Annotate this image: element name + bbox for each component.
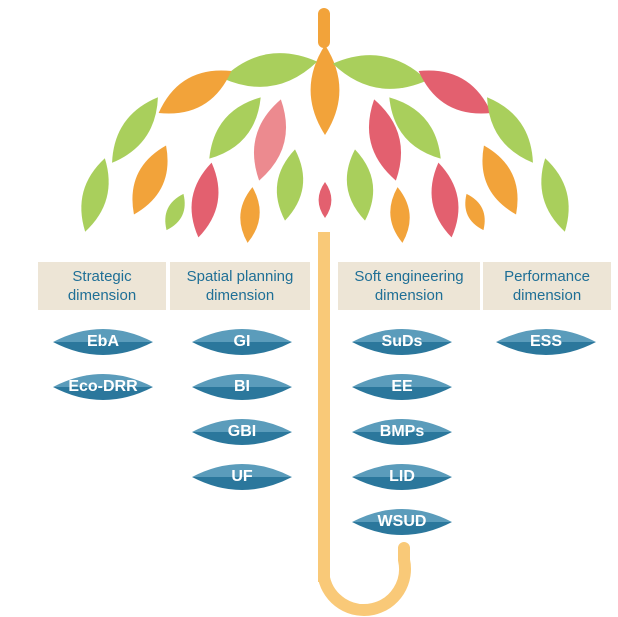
pill-shape	[53, 329, 153, 355]
dimension-header: Performance dimension	[483, 262, 611, 310]
pill-shape	[192, 374, 292, 400]
leaf-shape	[191, 162, 219, 238]
umbrella-handle	[318, 542, 411, 616]
term-label: LID	[389, 468, 415, 485]
term-pill: BMPs	[350, 412, 454, 452]
term-pill: WSUD	[350, 502, 454, 542]
term-pill: UF	[190, 457, 294, 497]
leaf-shape	[158, 70, 232, 114]
leaf-shape	[222, 53, 318, 87]
leaf-shape	[332, 55, 428, 89]
umbrella-shaft	[318, 232, 330, 582]
term-pill: GI	[190, 322, 294, 362]
umbrella-tip	[318, 8, 330, 48]
leaf-shape	[541, 158, 569, 232]
leaf-shape	[418, 70, 492, 114]
pill-shape	[352, 329, 452, 355]
term-pill: EE	[350, 367, 454, 407]
leaf-shape	[318, 182, 332, 218]
dimension-header: Spatial planning dimension	[170, 262, 310, 310]
leaf-shape	[253, 99, 287, 181]
term-pill: ESS	[494, 322, 598, 362]
pill-shape	[53, 374, 153, 400]
leaf-shape	[276, 149, 304, 221]
pill-shape	[192, 464, 292, 490]
term-label: GBI	[227, 423, 257, 440]
leaf-shape	[431, 162, 459, 238]
leaf-shape	[132, 145, 168, 215]
leaf-shape	[487, 97, 533, 163]
leaf-shape	[368, 99, 402, 181]
pill-shape	[192, 419, 292, 445]
leaf-shape	[209, 97, 261, 159]
leaf-shape	[165, 193, 185, 231]
pill-shape	[352, 374, 452, 400]
pill-shape	[192, 329, 292, 355]
term-pill: BI	[190, 367, 294, 407]
leaf-shape	[81, 158, 109, 232]
term-pill: EbA	[51, 322, 155, 362]
term-label: EE	[391, 378, 413, 395]
term-label: ESS	[529, 333, 562, 350]
pill-shape	[352, 509, 452, 535]
term-pill: Eco-DRR	[51, 367, 155, 407]
term-label: GI	[233, 333, 251, 350]
pill-shape	[352, 464, 452, 490]
term-label: BMPs	[379, 423, 425, 440]
pill-shape	[352, 419, 452, 445]
leaf-shape	[389, 97, 441, 159]
leaf-shape	[482, 145, 518, 215]
leaf-shape	[310, 45, 340, 135]
term-label: BI	[234, 378, 250, 395]
umbrella-canopy-leaves	[81, 45, 569, 243]
leaf-shape	[240, 187, 260, 243]
dimension-header: Strategic dimension	[38, 262, 166, 310]
dimension-header: Soft engineering dimension	[338, 262, 480, 310]
term-label: SuDs	[381, 333, 423, 350]
term-label: WSUD	[377, 513, 427, 530]
leaf-shape	[390, 187, 410, 243]
leaf-shape	[465, 193, 485, 231]
leaf-shape	[112, 97, 158, 163]
leaf-shape	[346, 149, 374, 221]
term-label: Eco-DRR	[68, 378, 138, 395]
pill-shape	[496, 329, 596, 355]
term-pill: GBI	[190, 412, 294, 452]
term-pill: LID	[350, 457, 454, 497]
term-pill: SuDs	[350, 322, 454, 362]
term-label: UF	[231, 468, 253, 485]
term-label: EbA	[87, 333, 119, 350]
